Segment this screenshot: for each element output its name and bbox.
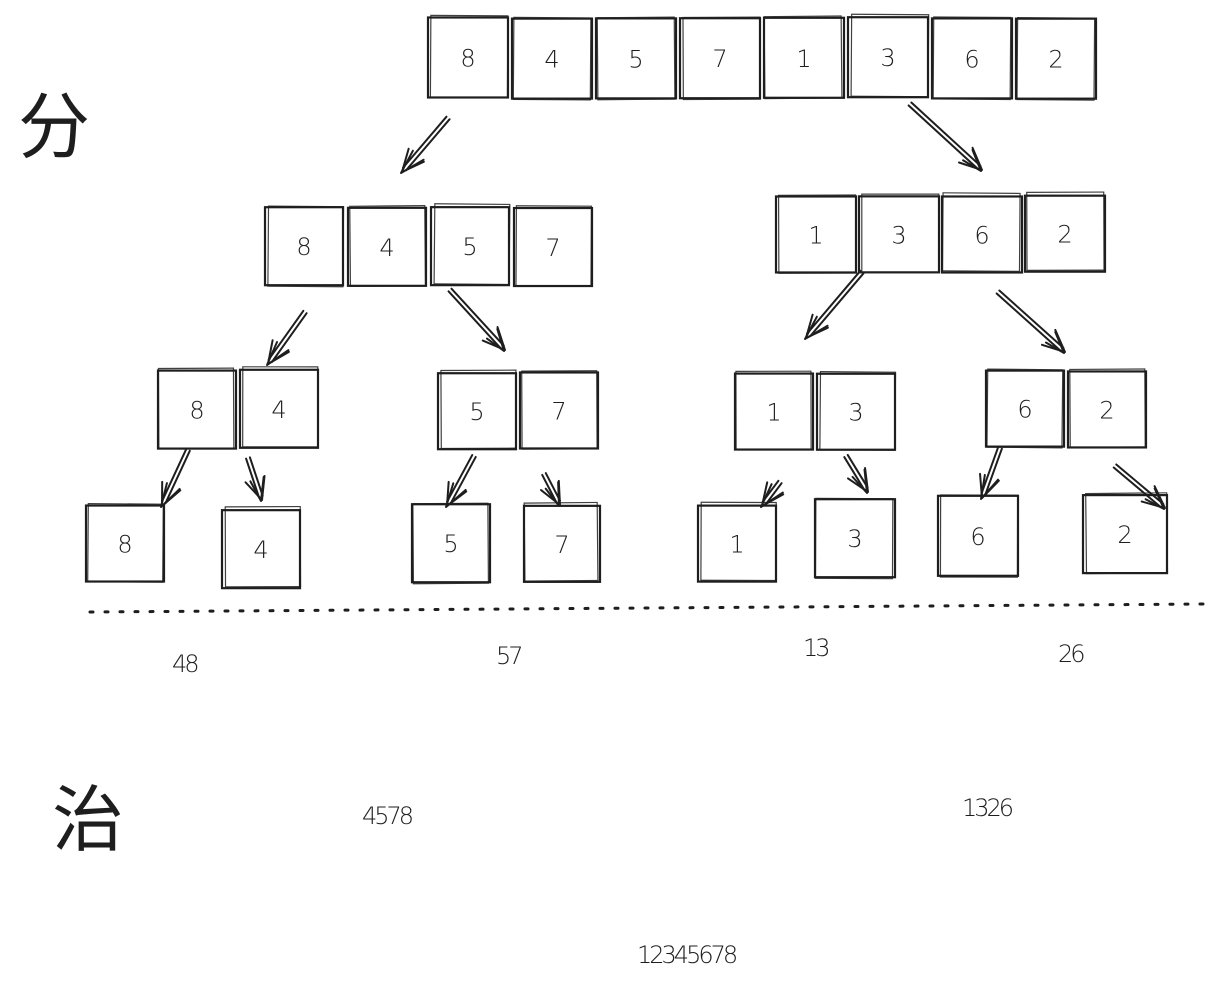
array-cell-value: 8 [189, 397, 204, 425]
conquer-label: 治 [52, 778, 124, 862]
array-cell: 4 [346, 205, 428, 287]
array-cell: 6 [936, 494, 1020, 578]
array-cell: 3 [857, 193, 941, 274]
array-cell: 2 [1023, 191, 1107, 273]
array-cell-value: 7 [545, 234, 560, 262]
array-cell: 7 [518, 370, 600, 450]
array-cell: 6 [940, 192, 1024, 274]
array-cell: 7 [522, 501, 602, 583]
array-cell-value: 7 [554, 531, 569, 559]
array-cell-value: 3 [880, 44, 895, 72]
array-cell: 8 [426, 14, 510, 99]
array-cell: 3 [846, 13, 930, 99]
split-arrow [447, 287, 506, 352]
array-cell: 2 [1066, 368, 1148, 449]
array-cell: 1 [774, 194, 858, 274]
array-cell: 1 [762, 15, 846, 100]
array-cell: 8 [263, 205, 345, 288]
array-cell: 3 [815, 371, 897, 451]
array-cell-value: 6 [970, 523, 985, 551]
split-arrow [540, 472, 561, 507]
array-cell-value: 2 [1117, 521, 1132, 549]
array-cell: 6 [984, 368, 1066, 449]
split-arrow [445, 454, 477, 508]
array-cell: 3 [813, 497, 897, 580]
merge-result-pair: 57 [496, 642, 521, 670]
array-cell-value: 5 [469, 398, 484, 426]
split-arrow [995, 289, 1066, 354]
array-cell: 2 [1014, 16, 1098, 101]
array-cell: 5 [429, 203, 511, 287]
split-arrows [160, 101, 1166, 510]
merge-result-half: 4578 [362, 802, 412, 830]
array-cell-value: 1 [808, 221, 823, 249]
array-cell-value: 2 [1057, 221, 1072, 249]
array-cell: 6 [930, 16, 1014, 101]
array-cell: 5 [436, 369, 518, 451]
split-arrow [160, 448, 191, 508]
array-cell-value: 3 [891, 221, 906, 249]
array-cell-value: 1 [766, 399, 781, 427]
array-cell: 5 [410, 502, 492, 585]
array-cell: 2 [1081, 492, 1169, 575]
array-cell-value: 6 [1017, 396, 1032, 424]
array-cell-value: 6 [964, 45, 979, 73]
array-cell-value: 8 [296, 233, 311, 261]
array-cell-value: 8 [460, 44, 475, 72]
array-cell: 8 [84, 503, 166, 583]
array-cell-value: 3 [847, 525, 862, 553]
array-cell: 7 [512, 205, 594, 288]
split-arrow [843, 453, 869, 494]
array-cell-value: 7 [712, 45, 727, 73]
split-arrow [1112, 463, 1166, 510]
merge-result-pair: 13 [803, 634, 828, 662]
array-cell: 4 [220, 505, 302, 590]
array-cell: 1 [733, 370, 815, 451]
divide-conquer-divider [88, 602, 1207, 614]
split-arrow [804, 269, 865, 340]
array-cell-value: 4 [271, 396, 286, 424]
array-cell-value: 1 [796, 45, 811, 73]
array-cell: 7 [678, 16, 762, 101]
array-cell-value: 2 [1099, 396, 1114, 424]
merge-result-pair: 26 [1058, 640, 1084, 668]
array-cell-value: 1 [729, 531, 744, 559]
array-cell-value: 4 [253, 536, 268, 564]
array-cell-value: 3 [848, 399, 863, 427]
split-arrow [244, 456, 266, 502]
split-arrow [266, 309, 308, 366]
array-cell-value: 2 [1048, 46, 1063, 74]
split-arrow [400, 115, 451, 174]
split-arrow [760, 479, 785, 508]
array-cell: 4 [510, 16, 594, 101]
array-cell-value: 5 [462, 233, 477, 261]
divide-label: 分 [18, 85, 90, 169]
array-cell-value: 5 [628, 45, 643, 73]
split-arrow [979, 446, 1003, 500]
array-cell-value: 4 [544, 46, 559, 74]
array-cell-value: 4 [379, 234, 394, 262]
array-cell: 8 [156, 367, 238, 450]
array-cell: 1 [696, 501, 778, 583]
array-cell-value: 7 [551, 397, 566, 425]
array-cell-value: 8 [117, 531, 132, 559]
array-cell-value: 6 [974, 221, 989, 249]
array-cell: 5 [594, 16, 678, 101]
merge-result-half: 1326 [962, 794, 1013, 822]
merge-result-pair: 48 [172, 650, 197, 678]
array-cell-value: 5 [443, 530, 458, 558]
split-arrow [907, 101, 983, 172]
merge-result-final: 12345678 [637, 941, 736, 969]
array-cell: 4 [238, 366, 320, 449]
